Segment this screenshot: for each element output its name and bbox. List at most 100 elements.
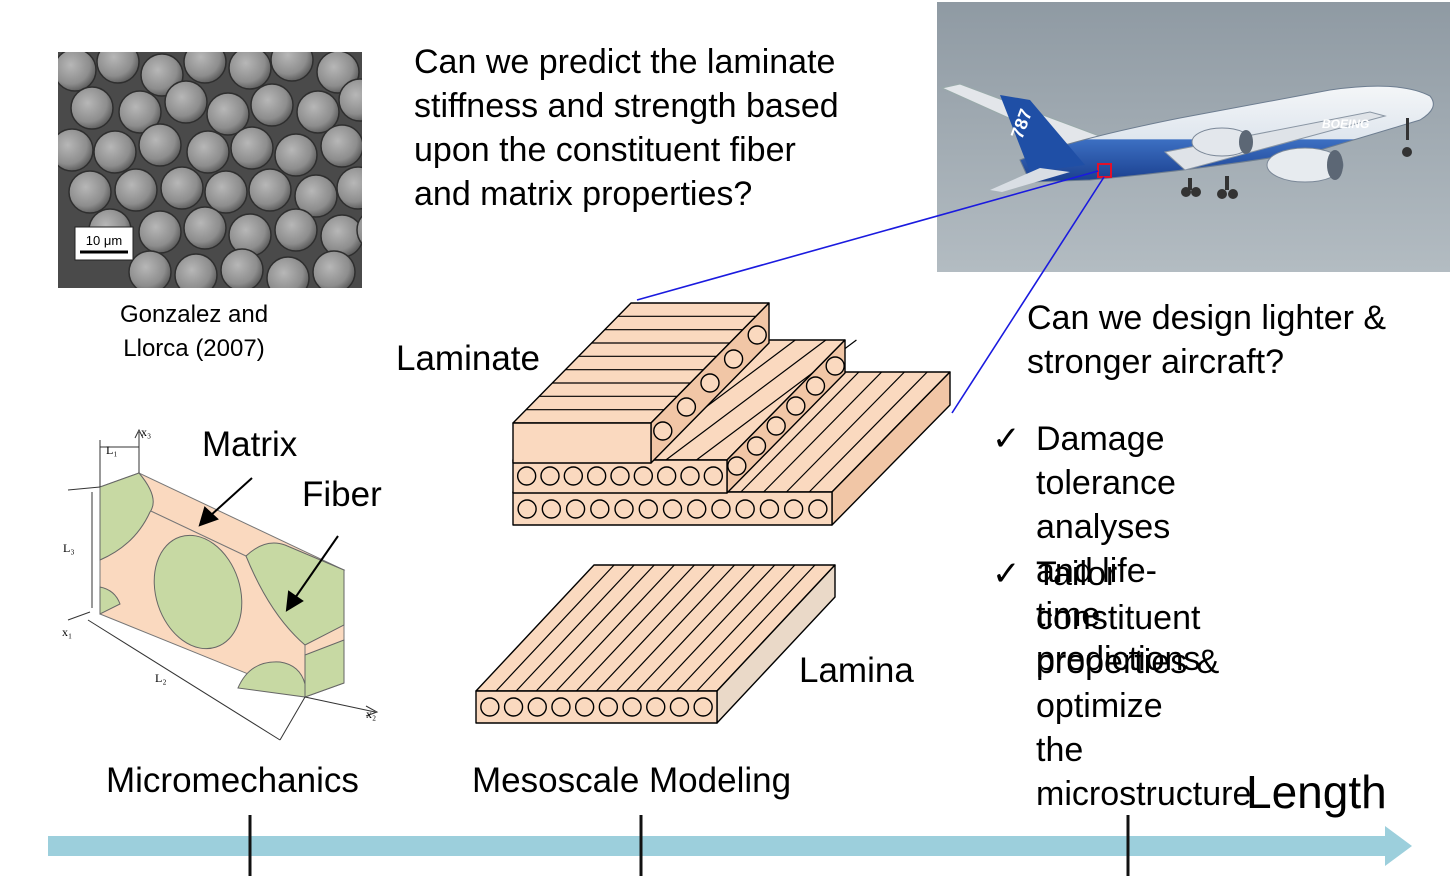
ply-fiber-line [696,564,816,692]
sem-fiber [204,170,248,214]
ply-fiber-line [740,371,860,493]
sem-fiber [70,86,114,130]
fiber-end [680,466,700,486]
fiber-end [662,499,683,519]
fiber-end [808,499,828,519]
sem-fiber [228,52,272,90]
axis-x1-label: x₁ [62,625,72,639]
sem-fiber [96,52,140,84]
sem-fiber [294,174,338,218]
sem-fiber [183,52,227,84]
fiber-end [703,466,724,486]
sem-fiber [128,250,172,288]
matrix-pointer [209,477,253,517]
sem-fiber [356,215,362,245]
sem-fiber [164,80,208,124]
lamina-label: Lamina [799,651,914,690]
fiber-end [590,499,610,519]
fiber-end [565,499,586,519]
sem-fiber [114,168,158,212]
fiber-end [646,697,666,717]
sem-fiber [320,214,362,258]
rve-cell: x₃ L₁ L₃ x₁ L₂ x₂ [62,425,379,741]
ply-fiber-line [575,564,695,692]
fiber-end [517,499,537,519]
fiber-end [786,396,806,416]
fiber-end [610,466,630,486]
fiber-end [746,436,767,456]
fiber-end [598,697,619,717]
airplane-photo: 787 BOEING [937,2,1450,272]
ply-fiber-line [656,564,776,692]
dim-l3-label: L₃ [63,541,75,555]
fiber-end [735,499,755,519]
bullet-text: Damage tolerance analyses and life-time … [1036,420,1201,678]
rve-axes [67,428,379,741]
fiber-end [633,466,654,486]
fiber-end [766,416,786,436]
sem-fiber [138,123,182,167]
scale-bar: 10 μm [74,226,134,261]
fiber-end [574,697,595,717]
sem-fiber [174,253,218,288]
rve-fiber-corner-tr [245,542,345,646]
fiber-end [638,499,658,519]
fiber-end [711,499,731,519]
sem-fiber [336,166,362,210]
dim-l1-label: L₁ [106,443,118,457]
sem-fiber [206,92,250,136]
fiber-end [676,397,697,417]
fiber-end [541,499,562,519]
sem-fiber [58,128,94,172]
sem-fiber [186,130,230,174]
length-scale-arrow [48,815,1412,876]
sem-fiber [138,210,182,254]
fiber-end [653,421,673,441]
connector-line-top [636,170,1099,301]
ply-fiber-line [665,339,827,461]
question-design: Can we design lighter & stronger aircraf… [1027,299,1387,381]
sem-fiber [338,78,362,122]
check-icon: ✓ [992,420,1021,458]
sem-fiber [274,133,318,177]
ply-fiber-line [763,371,883,493]
fiber-end [727,456,747,476]
fiber-label: Fiber [302,475,382,514]
fiber-pointer [294,535,339,599]
fiber-end [700,373,720,393]
sem-fiber [183,206,227,250]
ply-fiber-line [616,564,736,692]
ply-fiber-line [676,564,796,692]
fiber-end [747,325,767,345]
mesoscale-label: Mesoscale Modeling [472,761,792,800]
fuselage-text: BOEING [1322,117,1369,131]
sem-fiber [312,250,356,288]
dim-l2-label: L₂ [155,671,167,685]
fiber-end [783,499,804,519]
axis-x3-label: x₃ [141,425,151,439]
fiber-end [614,499,634,519]
fiber-end [503,697,524,717]
rve-fiber-corner-tl [99,472,154,561]
micromechanics-label: Micromechanics [106,761,359,800]
fiber-end [551,697,571,717]
pointer-arrows [198,477,339,612]
fiber-end [480,697,500,717]
ply-fiber-line [535,564,655,692]
sem-fiber [270,52,314,82]
axis-x2-label: x₂ [366,707,376,721]
ply-fiber-line [808,371,928,493]
highlight-box [1097,163,1112,178]
sem-fiber [296,90,340,134]
fiber-end [622,697,642,717]
fiber-end [656,466,677,486]
laminate-label: Laminate [396,339,540,378]
sem-fiber [160,166,204,210]
fiber-end [693,697,713,717]
laminate-stack [512,302,951,526]
check-icon: ✓ [992,555,1021,593]
connector-line-bottom [951,176,1105,414]
question-stiffness: Can we predict the laminate stiffness an… [414,43,839,213]
sem-fiber [266,256,310,288]
